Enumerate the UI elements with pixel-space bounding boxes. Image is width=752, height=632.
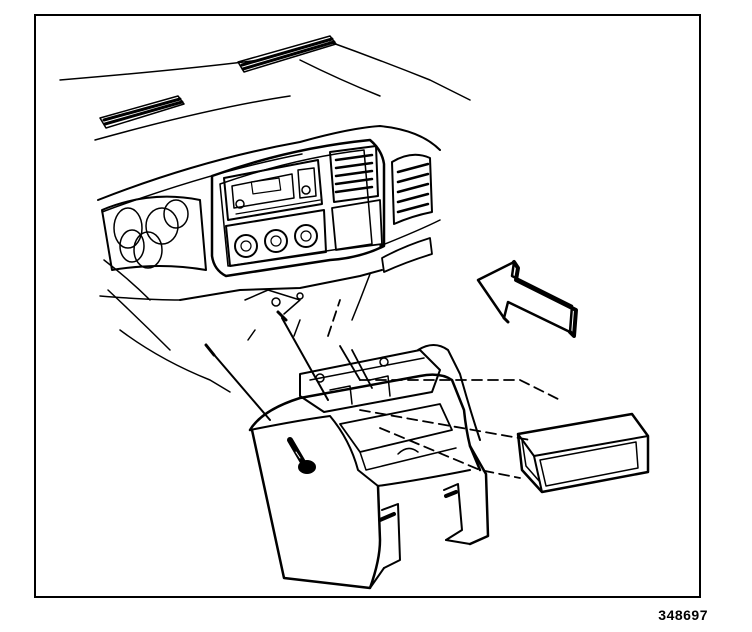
hvac-control-panel <box>225 209 327 267</box>
mounting-bolts <box>204 310 373 421</box>
radio <box>223 159 323 221</box>
center-console <box>248 344 490 590</box>
figure-number: 348697 <box>658 607 708 623</box>
instrument-panel <box>59 35 471 393</box>
center-air-vent <box>329 145 379 203</box>
console-bolt <box>287 437 316 474</box>
right-air-vent <box>391 153 433 225</box>
defroster-vent-right <box>237 35 337 73</box>
defroster-vent-left <box>99 95 185 129</box>
alignment-dashed-lines <box>327 299 561 479</box>
storage-pocket <box>516 412 650 494</box>
instrument-cluster <box>101 195 207 351</box>
console-mounting-bracket <box>299 349 441 413</box>
center-stack-bezel <box>210 138 386 278</box>
figure-frame <box>34 14 701 598</box>
direction-arrow <box>476 260 578 338</box>
